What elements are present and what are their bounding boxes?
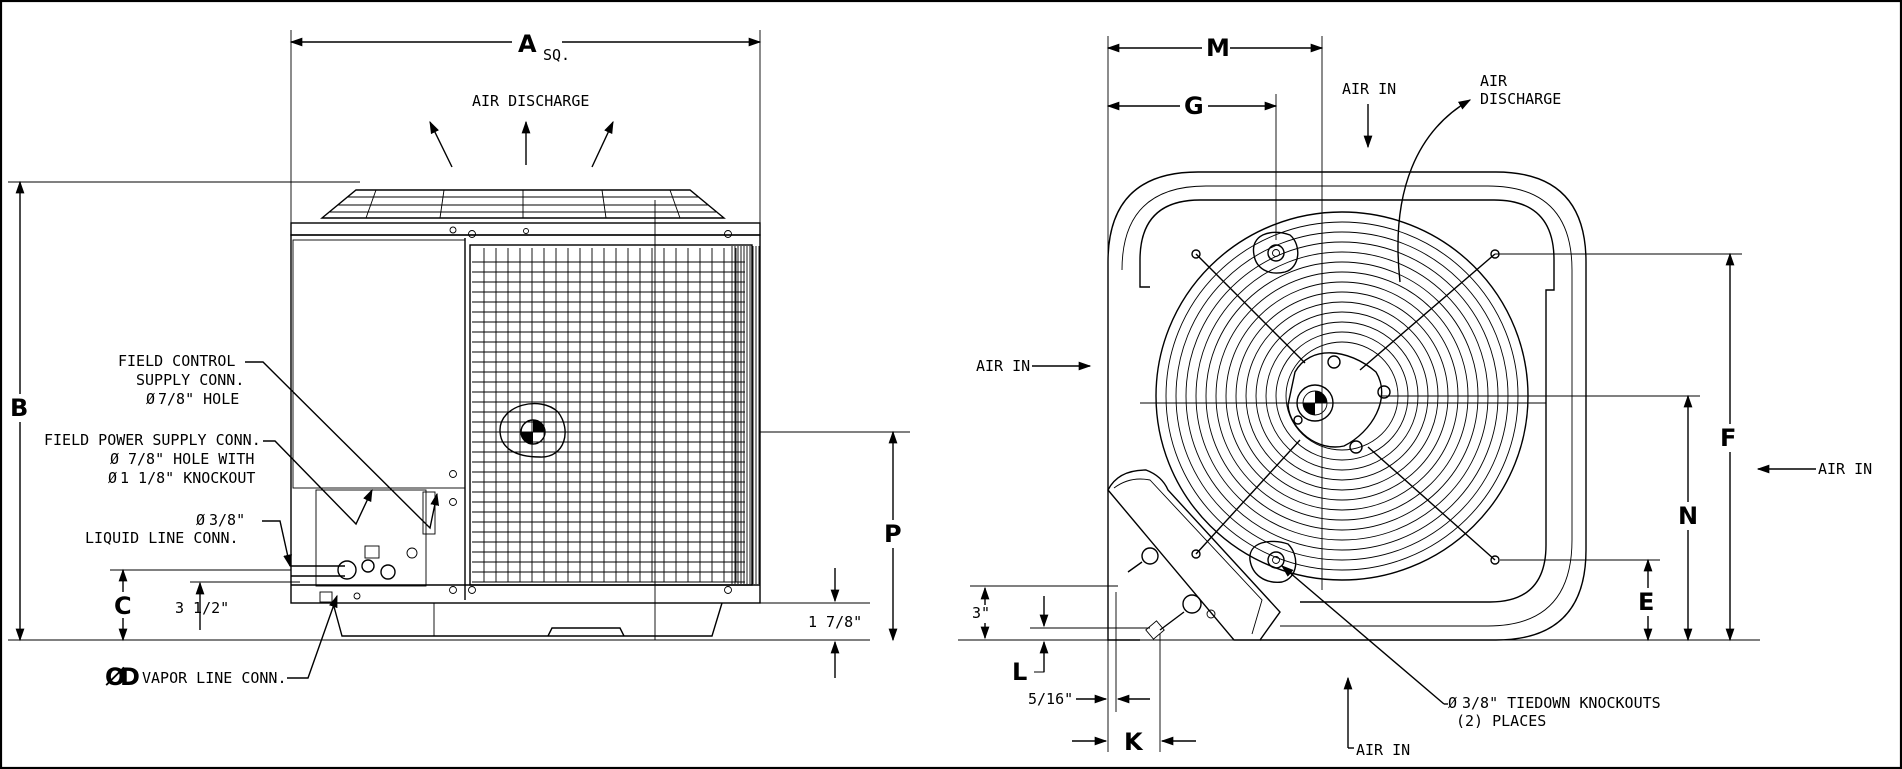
field-power-line1: FIELD POWER SUPPLY CONN. <box>44 431 261 449</box>
fan-hub <box>1287 352 1383 448</box>
cabinet <box>290 234 761 604</box>
field-power-dia1: Ø <box>110 450 119 468</box>
tiedown-plate-bottom <box>1249 540 1297 583</box>
dim-d-label: D <box>120 663 140 691</box>
tiedown-label-1: 3/8" TIEDOWN KNOCKOUTS <box>1462 694 1661 712</box>
dim-a-label: A <box>518 30 537 58</box>
dim-f-label: F <box>1720 424 1736 452</box>
dim-p-value: 1 7/8" <box>808 613 862 631</box>
dim-c-value: 3 1/2" <box>175 599 229 617</box>
inner-frame <box>1139 199 1555 603</box>
tiedown-leader <box>1281 565 1445 705</box>
field-control-line1: FIELD CONTROL <box>118 352 235 370</box>
tiedown-knockout-top <box>1267 244 1285 262</box>
field-power-leader <box>263 440 373 526</box>
field-control-line2: SUPPLY CONN. <box>136 371 244 389</box>
service-corner <box>1107 469 1281 641</box>
side-view: A SQ. AIR DISCHARGE <box>8 30 910 691</box>
tiedown-knockout-bottom <box>1267 551 1285 569</box>
top-view: M G AIR IN AIR DISCHARGE <box>958 34 1872 759</box>
air-in-left-label: AIR IN <box>976 357 1030 375</box>
air-in-right-label: AIR IN <box>1818 460 1872 478</box>
air-discharge-curve <box>1397 99 1472 283</box>
air-discharge-top-2: DISCHARGE <box>1480 90 1561 108</box>
field-power-line2: 7/8" HOLE WITH <box>128 450 254 468</box>
air-in-bottom-label: AIR IN <box>1356 741 1410 759</box>
dim-b-label: B <box>10 394 28 422</box>
air-in-top-label: AIR IN <box>1342 80 1396 98</box>
liquid-line-label: LIQUID LINE CONN. <box>85 529 239 547</box>
tiedown-dia: Ø <box>1448 694 1457 712</box>
dim-d-symbol: Ø <box>105 663 125 691</box>
coil-grille <box>469 244 760 586</box>
air-discharge-top-1: AIR <box>1480 72 1508 90</box>
dim-g-label: G <box>1184 92 1204 120</box>
liquid-line-leader <box>262 520 292 568</box>
discharge-arrow-left <box>429 120 453 168</box>
field-power-dia2: Ø <box>108 469 117 487</box>
vapor-line-label: VAPOR LINE CONN. <box>142 669 287 687</box>
dim-m-label: M <box>1206 34 1230 62</box>
field-power-line3: 1 1/8" KNOCKOUT <box>120 469 255 487</box>
dim-k-label: K <box>1124 728 1144 756</box>
dim-l-label: L <box>1012 658 1027 686</box>
control-panel <box>292 239 466 489</box>
dim-a-suffix: SQ. <box>543 46 570 64</box>
dim-e-label: E <box>1638 588 1654 616</box>
field-control-dia: Ø <box>146 390 155 408</box>
liquid-line-dia: Ø <box>196 511 205 529</box>
dim-5-16-label: 5/16" <box>1028 690 1073 708</box>
tiedown-label-2: (2) PLACES <box>1456 712 1546 730</box>
logo-plate <box>499 402 566 458</box>
spoke-ur <box>1359 253 1496 371</box>
tiedown-plate-top <box>1252 231 1299 274</box>
unit-outline <box>1107 171 1587 641</box>
base-foot <box>547 627 625 637</box>
air-discharge-label: AIR DISCHARGE <box>472 92 589 110</box>
spoke-ll <box>1195 439 1301 555</box>
vapor-leader <box>287 594 338 679</box>
spoke-ul <box>1195 253 1306 364</box>
top-grille <box>320 189 726 219</box>
liquid-line-size: 3/8" <box>209 511 245 529</box>
dim-c-label: C <box>114 592 132 620</box>
discharge-arrow-right <box>591 120 614 168</box>
dim-3in-label: 3" <box>972 604 990 622</box>
field-control-line3: 7/8" HOLE <box>158 390 239 408</box>
dim-n-label: N <box>1678 502 1698 530</box>
spoke-lr <box>1367 446 1496 561</box>
base-pan <box>332 602 723 637</box>
field-control-leader <box>245 361 440 530</box>
dim-p-label: P <box>884 520 902 548</box>
